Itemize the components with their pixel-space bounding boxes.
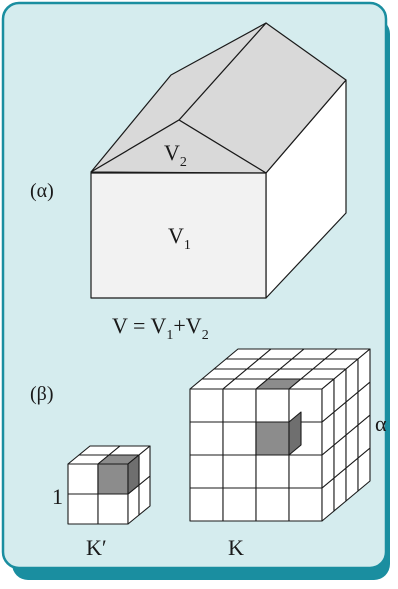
large-cube-front-cell xyxy=(189,454,224,489)
large-cube-front-cell xyxy=(255,487,290,522)
small-cube-dark-side-cell xyxy=(127,454,140,495)
large-cube-front-cell xyxy=(288,487,323,522)
small-edge-label: 1 xyxy=(52,484,63,509)
large-cube-front-cell xyxy=(255,454,290,489)
large-edge-label: α xyxy=(375,411,387,436)
house-figure xyxy=(90,22,347,299)
small-cube xyxy=(67,445,151,525)
large-cube-dark-side-cell xyxy=(288,411,302,456)
small-cube-front-cell xyxy=(67,493,99,525)
large-cube-front-cell xyxy=(189,487,224,522)
large-cube-label: K xyxy=(228,535,244,560)
large-cube-front-cell xyxy=(288,454,323,489)
small-cube-front-cell xyxy=(67,463,99,495)
large-cube-front-cell xyxy=(255,388,290,423)
front-wall-v1 xyxy=(90,172,267,299)
volume-formula: V = V1+V2 xyxy=(112,313,209,343)
large-cube-front-cell xyxy=(189,388,224,423)
large-cube-front-cell xyxy=(222,421,257,456)
large-cube-front-cell xyxy=(222,487,257,522)
large-cube-front-cell xyxy=(288,388,323,423)
label-v2: V2 xyxy=(164,140,187,170)
label-beta: (β) xyxy=(30,383,54,405)
small-cube-front-cell xyxy=(97,493,129,525)
large-cube xyxy=(189,348,371,522)
small-cube-dark-front-cell xyxy=(97,463,129,495)
small-cube-label: K′ xyxy=(86,535,107,560)
large-cube-dark-front-cell xyxy=(255,421,290,456)
large-cube-side-cell xyxy=(357,348,371,393)
large-cube-front-cell xyxy=(222,454,257,489)
label-alpha: (α) xyxy=(30,180,54,202)
large-cube-front-cell xyxy=(222,388,257,423)
label-v1: V1 xyxy=(168,223,191,253)
large-cube-front-cell xyxy=(189,421,224,456)
